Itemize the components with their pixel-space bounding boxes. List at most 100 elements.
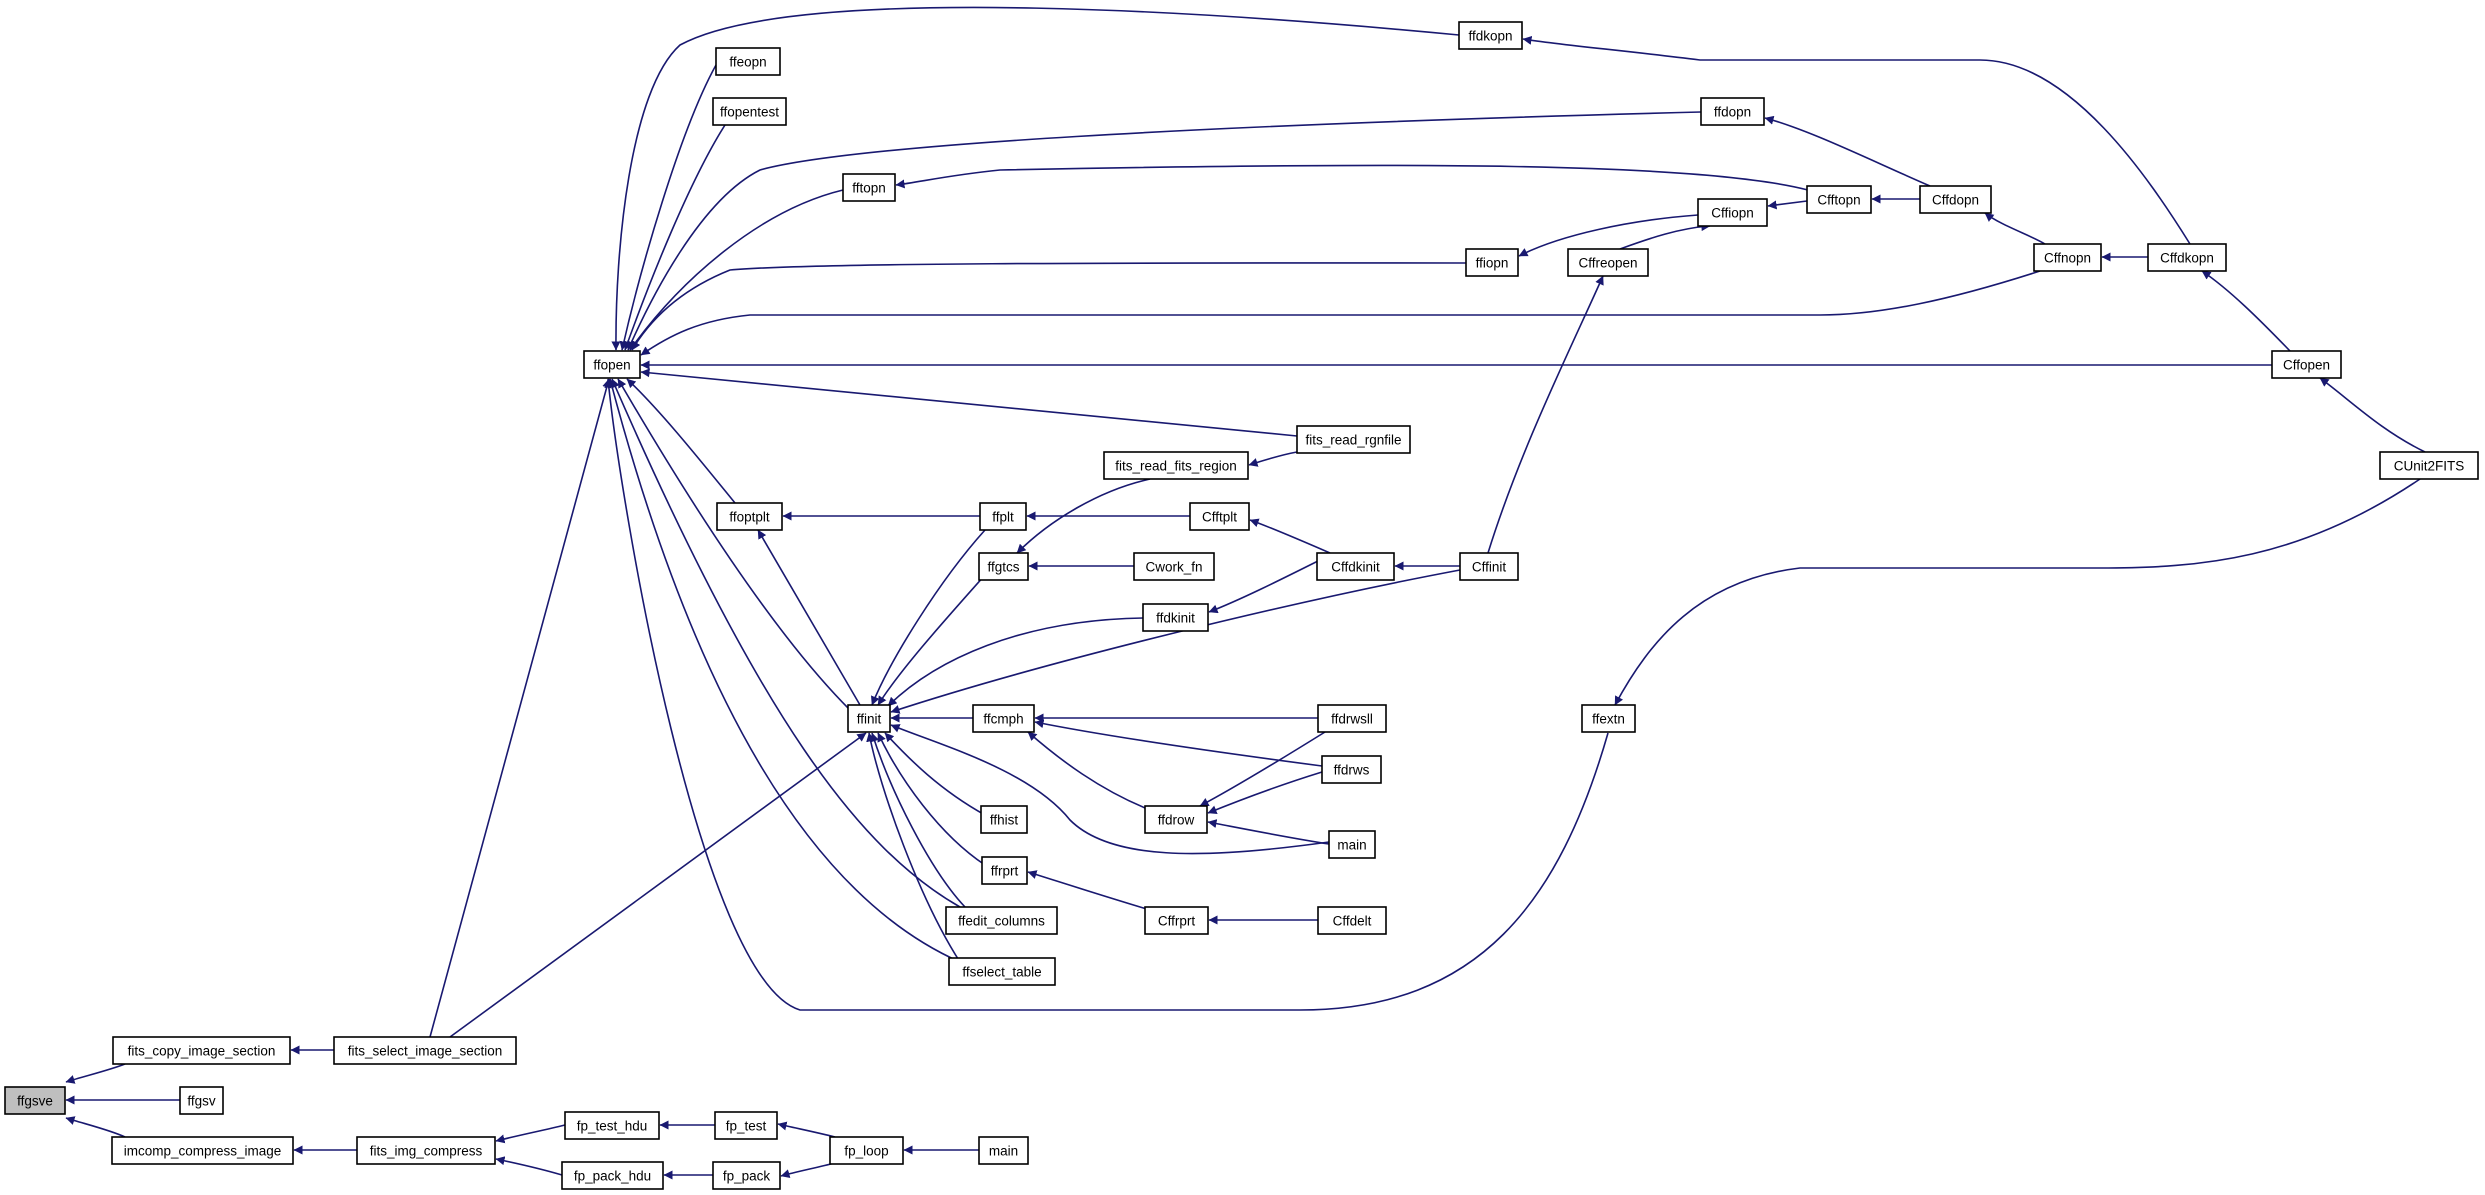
node-label: ffdrws bbox=[1334, 763, 1370, 778]
node-box bbox=[356, 1136, 496, 1165]
node-box bbox=[980, 805, 1028, 834]
node-fits_img_compress[interactable]: fits_img_compress bbox=[356, 1136, 496, 1165]
node-ffinit[interactable]: ffinit bbox=[847, 704, 891, 733]
node-Cffreopen[interactable]: Cffreopen bbox=[1567, 248, 1649, 277]
node-label: Cfftplt bbox=[1202, 510, 1237, 525]
node-ffhist[interactable]: ffhist bbox=[980, 805, 1028, 834]
node-ffopentest[interactable]: ffopentest bbox=[712, 97, 787, 126]
node-ffopen[interactable]: ffopen bbox=[583, 350, 641, 379]
node-box bbox=[1567, 248, 1649, 277]
node-ffiopn[interactable]: ffiopn bbox=[1465, 248, 1519, 277]
node-ffplt[interactable]: ffplt bbox=[979, 502, 1027, 531]
node-box bbox=[561, 1161, 664, 1190]
node-label: fp_loop bbox=[844, 1144, 888, 1159]
node-label: fits_select_image_section bbox=[348, 1044, 503, 1059]
node-label: fits_read_fits_region bbox=[1115, 459, 1237, 474]
node-ffdkinit[interactable]: ffdkinit bbox=[1142, 603, 1209, 632]
node-ffextn[interactable]: ffextn bbox=[1581, 704, 1636, 733]
node-ffselect_table[interactable]: ffselect_table bbox=[948, 957, 1056, 986]
edge-fp_loop-to-fp_test bbox=[777, 1121, 836, 1138]
edge-Cffopen-to-Cffdkopn bbox=[2201, 270, 2291, 352]
node-Cffdkinit[interactable]: Cffdkinit bbox=[1316, 552, 1395, 581]
node-box bbox=[1296, 425, 1411, 454]
node-Cffnopn[interactable]: Cffnopn bbox=[2033, 243, 2102, 272]
node-ffrprt[interactable]: ffrprt bbox=[981, 856, 1028, 885]
edge-ffinit-to-ffoptplt bbox=[757, 529, 861, 706]
edge-ffoptplt-to-ffopen bbox=[626, 378, 736, 504]
node-fftopn[interactable]: fftopn bbox=[842, 173, 896, 202]
node-fp_test[interactable]: fp_test bbox=[714, 1111, 778, 1140]
node-CUnit2FITS[interactable]: CUnit2FITS bbox=[2379, 451, 2479, 480]
edge-ffinit-to-ffopen bbox=[617, 378, 851, 711]
node-Cffdkopn[interactable]: Cffdkopn bbox=[2147, 243, 2227, 272]
node-box bbox=[583, 350, 641, 379]
node-fits_read_rgnfile[interactable]: fits_read_rgnfile bbox=[1296, 425, 1411, 454]
node-fits_select_image_section[interactable]: fits_select_image_section bbox=[333, 1036, 517, 1065]
node-Cffinit[interactable]: Cffinit bbox=[1459, 552, 1519, 581]
edge-fits_read_rgnfile-to-ffopen bbox=[640, 368, 1298, 437]
node-ffdopn[interactable]: ffdopn bbox=[1700, 97, 1765, 126]
node-ffgsv[interactable]: ffgsv bbox=[179, 1086, 224, 1115]
node-Cffrprt[interactable]: Cffrprt bbox=[1144, 906, 1209, 935]
node-label: ffdkinit bbox=[1156, 611, 1195, 626]
node-box bbox=[1328, 830, 1376, 859]
node-label: ffdrow bbox=[1158, 813, 1195, 828]
node-ffgsve[interactable]: ffgsve bbox=[4, 1086, 66, 1115]
node-label: CUnit2FITS bbox=[2394, 459, 2465, 474]
node-fits_read_fits_region[interactable]: fits_read_fits_region bbox=[1103, 451, 1249, 480]
edge-Cffdopn-to-ffdopn bbox=[1764, 115, 1931, 187]
node-Cfftplt[interactable]: Cfftplt bbox=[1189, 502, 1250, 531]
node-Cffiopn[interactable]: Cffiopn bbox=[1697, 198, 1768, 227]
node-label: Cffinit bbox=[1472, 560, 1507, 575]
node-ffkopn[interactable]: ffdkopn bbox=[1458, 21, 1523, 50]
node-main_fp[interactable]: main bbox=[978, 1136, 1029, 1165]
node-ffeopn[interactable]: ffeopn bbox=[715, 47, 781, 76]
node-main_ffdrow[interactable]: main bbox=[1328, 830, 1376, 859]
node-ffdrwsll[interactable]: ffdrwsll bbox=[1317, 704, 1387, 733]
node-Cffopen[interactable]: Cffopen bbox=[2271, 350, 2342, 379]
edge-main_ffdrow-to-ffinit bbox=[890, 724, 1330, 855]
node-Cwork_fn[interactable]: Cwork_fn bbox=[1133, 552, 1215, 581]
node-fp_loop[interactable]: fp_loop bbox=[829, 1136, 904, 1165]
node-ffoptplt[interactable]: ffoptplt bbox=[716, 502, 783, 531]
node-label: ffiopn bbox=[1476, 256, 1509, 271]
node-box bbox=[333, 1036, 517, 1065]
edge-Cffiopn-to-ffiopn bbox=[1518, 214, 1699, 257]
node-Cffdelt[interactable]: Cffdelt bbox=[1317, 906, 1387, 935]
node-box bbox=[1144, 805, 1208, 834]
node-imcomp_compress_image[interactable]: imcomp_compress_image bbox=[111, 1136, 294, 1165]
edge-ffextn-to-ffopen bbox=[604, 378, 1609, 1011]
node-Cffdopn[interactable]: Cffdopn bbox=[1919, 185, 1992, 214]
node-ffcmph[interactable]: ffcmph bbox=[972, 704, 1035, 733]
node-label: ffoptplt bbox=[729, 510, 770, 525]
node-Cfftopn[interactable]: Cfftopn bbox=[1806, 185, 1872, 214]
node-ffedit_columns[interactable]: ffedit_columns bbox=[945, 906, 1058, 935]
node-label: main bbox=[989, 1144, 1018, 1159]
node-box bbox=[712, 97, 787, 126]
node-label: Cffdkinit bbox=[1331, 560, 1380, 575]
node-box bbox=[948, 957, 1056, 986]
edge-ffinit-to-fits_select_image_section bbox=[449, 732, 867, 1038]
node-box bbox=[978, 1136, 1029, 1165]
node-ffdrws[interactable]: ffdrws bbox=[1321, 755, 1382, 784]
edge-imcomp_compress_image-to-ffgsve bbox=[65, 1116, 126, 1138]
node-box bbox=[111, 1136, 294, 1165]
node-label: Cfftopn bbox=[1817, 193, 1860, 208]
node-fp_pack[interactable]: fp_pack bbox=[712, 1161, 781, 1190]
node-box bbox=[1133, 552, 1215, 581]
edge-ffedit_columns-to-ffinit bbox=[870, 732, 966, 908]
node-label: Cffrprt bbox=[1158, 914, 1196, 929]
node-ffdrow[interactable]: ffdrow bbox=[1144, 805, 1208, 834]
node-fits_copy_image_section[interactable]: fits_copy_image_section bbox=[112, 1036, 291, 1065]
node-ffgtcs[interactable]: ffgtcs bbox=[978, 552, 1029, 581]
edge-Cfftopn-to-fftopn bbox=[895, 164, 1809, 191]
node-box bbox=[978, 552, 1029, 581]
edge-ffdrow-to-ffcmph bbox=[1027, 731, 1151, 811]
node-box bbox=[1581, 704, 1636, 733]
node-box bbox=[2033, 243, 2102, 272]
node-fp_test_hdu[interactable]: fp_test_hdu bbox=[564, 1111, 660, 1140]
node-label: Cffnopn bbox=[2044, 251, 2091, 266]
node-fp_pack_hdu[interactable]: fp_pack_hdu bbox=[561, 1161, 664, 1190]
edge-fits_copy_image_section-to-ffgsve bbox=[65, 1063, 126, 1084]
